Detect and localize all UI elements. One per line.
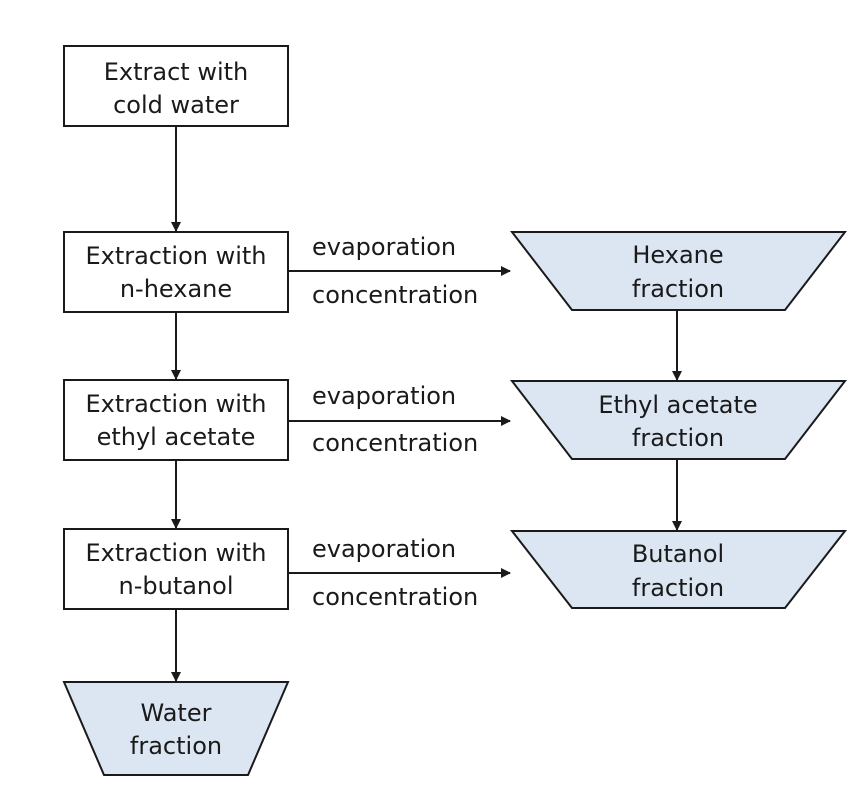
fraction-butanol-line2: fraction — [632, 574, 724, 602]
step-butanol-extraction: Extraction with n-butanol — [63, 528, 289, 610]
fraction-water: Water fraction — [62, 681, 290, 776]
label-concentration-ethyl-acetate: concentration — [312, 429, 478, 457]
fraction-ethyl-acetate-line1: Ethyl acetate — [598, 391, 757, 419]
label-concentration-butanol: concentration — [312, 583, 478, 611]
label-evaporation-butanol: evaporation — [312, 535, 456, 563]
fraction-butanol-line1: Butanol — [632, 540, 724, 568]
fraction-water-line1: Water — [141, 699, 212, 727]
label-concentration-hexane: concentration — [312, 281, 478, 309]
fraction-hexane: Hexane fraction — [509, 231, 848, 311]
step-hexane-extraction: Extraction with n-hexane — [63, 231, 289, 313]
fraction-ethyl-acetate-line2: fraction — [632, 424, 724, 452]
step-butanol-line2: n-butanol — [119, 572, 234, 600]
fraction-hexane-line1: Hexane — [632, 241, 723, 269]
step-hexane-line1: Extraction with — [85, 242, 266, 270]
step-butanol-line1: Extraction with — [85, 539, 266, 567]
step-ethyl-acetate-extraction: Extraction with ethyl acetate — [63, 379, 289, 461]
step-cold-water-line1: Extract with — [104, 58, 249, 86]
label-evaporation-hexane: evaporation — [312, 233, 456, 261]
step-ethyl-acetate-line1: Extraction with — [85, 390, 266, 418]
step-ethyl-acetate-line2: ethyl acetate — [97, 423, 256, 451]
label-evaporation-ethyl-acetate: evaporation — [312, 382, 456, 410]
step-cold-water-line2: cold water — [113, 91, 239, 119]
fraction-hexane-line2: fraction — [632, 275, 724, 303]
fraction-water-line2: fraction — [130, 732, 222, 760]
fraction-ethyl-acetate: Ethyl acetate fraction — [509, 380, 848, 460]
fraction-butanol: Butanol fraction — [509, 530, 848, 609]
step-cold-water-extract: Extract with cold water — [63, 45, 289, 127]
step-hexane-line2: n-hexane — [120, 275, 232, 303]
